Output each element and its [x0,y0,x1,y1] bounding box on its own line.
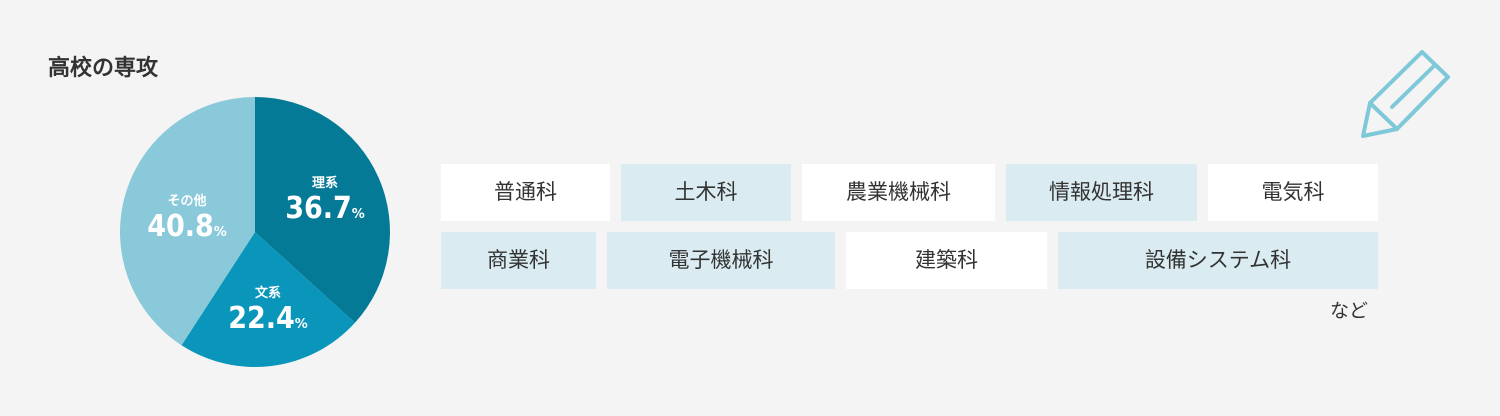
tag: 設備システム科 [1058,232,1378,289]
pie-slice [181,232,355,367]
slice-name: 理系 [311,176,338,191]
slice-value: 22.4 [228,301,295,336]
pie-slice [255,97,390,323]
chart-title: 高校の専攻 [48,56,159,81]
pencil-icon [1361,50,1450,138]
slice-unit: % [213,225,227,240]
tag: 農業機械科 [802,164,995,221]
tag: 土木科 [621,164,791,221]
slice-value: 40.8 [147,209,214,244]
tag: 電子機械科 [607,232,835,289]
tag: 普通科 [441,164,610,221]
slice-unit: % [351,207,365,222]
tag: 電気科 [1208,164,1378,221]
slice-unit: % [294,317,308,332]
tag: 建築科 [846,232,1047,289]
slice-value: 36.7 [285,191,352,226]
slice-name: その他 [167,194,207,209]
tag: 情報処理科 [1006,164,1197,221]
tag: 商業科 [441,232,596,289]
pie-slice [120,97,256,346]
slice-name: 文系 [254,286,281,301]
pie-chart [120,97,390,367]
etc-note: など [1330,300,1369,322]
